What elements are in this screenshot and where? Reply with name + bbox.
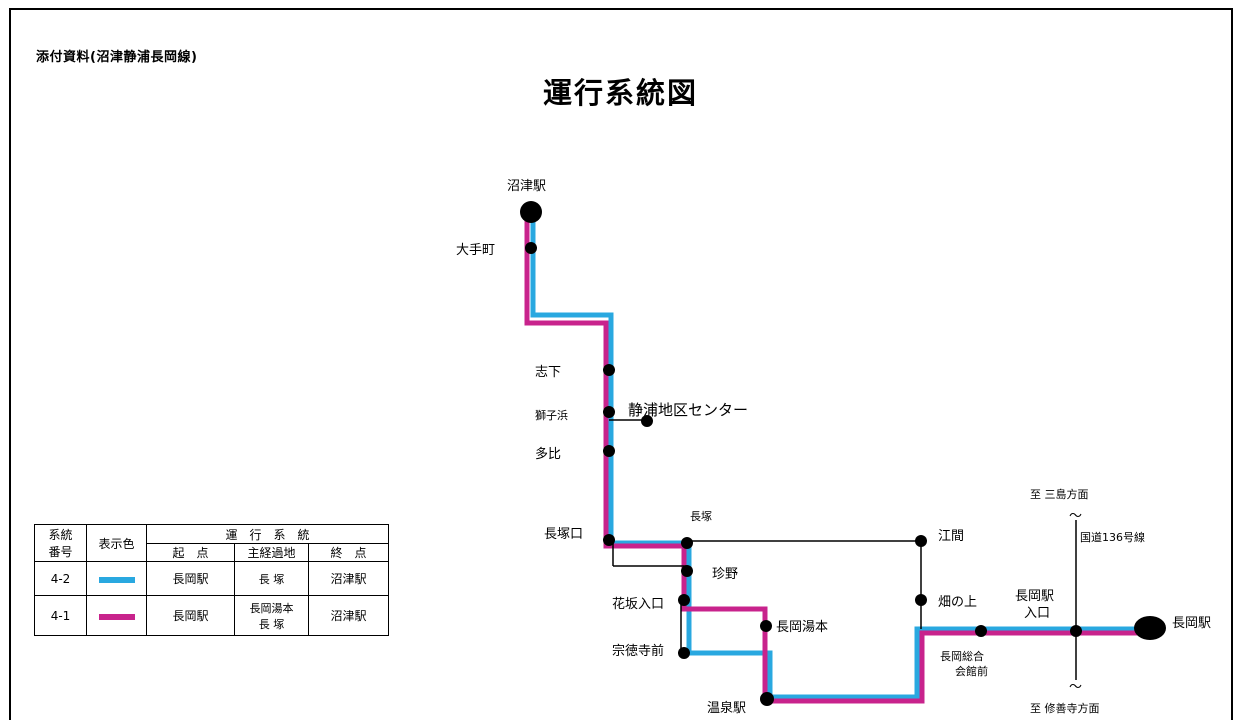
legend-row: 4-2 長岡駅 長 塚 沼津駅 <box>34 561 389 596</box>
legend-table: 系統 番号 表示色 運 行 系 統 起 点 主経過地 終 点 4-2 長岡駅 長… <box>34 524 389 636</box>
label-nagaoka-eki: 長岡駅 <box>1172 616 1211 631</box>
stop-shimoshita <box>603 364 615 376</box>
label-nagatsuka: 長塚 <box>690 510 712 523</box>
label-route136: 国道136号線 <box>1080 530 1145 544</box>
label-hatanoue: 畑の上 <box>938 595 977 610</box>
row-via: 長 塚 <box>234 561 309 596</box>
label-shuzenji-direction: 至 修善寺方面 <box>1030 701 1100 715</box>
stop-sotokuji <box>678 647 690 659</box>
attachment-label: 添付資料(沼津静浦長岡線) <box>36 50 198 65</box>
header-start: 起 点 <box>146 543 235 562</box>
row-via-line1: 長岡湯本 <box>249 601 294 615</box>
stop-nagaoka-eki <box>1134 616 1166 640</box>
label-nagaoka-sogo-1: 長岡総合 <box>940 649 984 663</box>
stop-nagaoka-sogo <box>975 625 987 637</box>
label-otemachi: 大手町 <box>456 243 495 258</box>
header-via: 主経過地 <box>234 543 309 562</box>
row-no: 4-1 <box>34 595 87 636</box>
tilde-top: ～ <box>1069 509 1082 524</box>
row-color <box>86 561 147 596</box>
header-end: 終 点 <box>308 543 389 562</box>
route-4-2-line <box>530 212 1152 700</box>
row-start: 長岡駅 <box>146 595 235 636</box>
label-shishihama: 獅子浜 <box>535 408 568 422</box>
stop-nagaoka-yumoto <box>760 620 772 632</box>
color-swatch <box>98 576 135 583</box>
color-swatch <box>98 613 135 620</box>
row-start: 長岡駅 <box>146 561 235 596</box>
row-no: 4-2 <box>34 561 87 596</box>
page-title: 運行系統図 <box>543 76 699 110</box>
black-network-lines <box>609 419 1077 680</box>
stop-shizuura-center <box>641 415 653 427</box>
stop-nagatsuka <box>681 537 693 549</box>
route-4-1-line <box>524 212 1152 704</box>
stop-shishihama <box>603 406 615 418</box>
label-nagaoka-eki-iriguchi-1: 長岡駅 <box>1015 589 1054 604</box>
stop-onsen-eki <box>760 692 774 706</box>
stop-egoma <box>915 535 927 547</box>
header-system-no-line2: 番号 <box>48 545 73 559</box>
row-via: 長岡湯本 長 塚 <box>234 595 309 636</box>
stop-hatanoue <box>915 594 927 606</box>
tilde-bottom: ～ <box>1069 680 1082 695</box>
label-tai: 多比 <box>535 446 561 462</box>
row-end: 沼津駅 <box>308 595 389 636</box>
label-sotokuji: 宗徳寺前 <box>612 643 664 659</box>
row-end: 沼津駅 <box>308 561 389 596</box>
label-nagatsukaguchi: 長塚口 <box>544 527 583 542</box>
stop-otemachi <box>525 242 537 254</box>
label-nagaoka-eki-iriguchi-2: 入口 <box>1024 606 1050 621</box>
header-display-color: 表示色 <box>86 524 147 562</box>
label-kuwano: 珍野 <box>712 567 738 582</box>
label-numazu-eki: 沼津駅 <box>507 179 546 194</box>
label-shizuura-center: 静浦地区センター <box>628 401 748 419</box>
header-operation: 運 行 系 統 <box>146 524 389 544</box>
label-nagaoka-sogo-2: 会館前 <box>955 664 988 678</box>
stop-tai <box>603 445 615 457</box>
stop-numazu-eki <box>520 201 542 223</box>
row-via-line2: 長 塚 <box>258 617 285 631</box>
page-frame <box>9 8 1233 720</box>
label-mishima-direction: 至 三島方面 <box>1030 487 1089 501</box>
label-hanasaka: 花坂入口 <box>612 596 664 612</box>
label-onsen-eki: 温泉駅 <box>707 700 746 716</box>
label-shimoshita: 志下 <box>535 365 561 380</box>
legend-row: 4-1 長岡駅 長岡湯本 長 塚 沼津駅 <box>34 595 389 636</box>
stop-kuwano <box>681 565 693 577</box>
header-system-no: 系統 番号 <box>34 524 87 562</box>
header-system-no-line1: 系統 <box>48 528 73 542</box>
row-color <box>86 595 147 636</box>
label-nagaoka-yumoto: 長岡湯本 <box>776 620 828 635</box>
stop-nagatsukaguchi <box>603 534 615 546</box>
row-via-line2: 長 塚 <box>258 572 285 586</box>
label-egoma: 江間 <box>938 529 964 544</box>
stop-nagaoka-eki-iriguchi <box>1070 625 1082 637</box>
stop-hanasaka <box>678 594 690 606</box>
